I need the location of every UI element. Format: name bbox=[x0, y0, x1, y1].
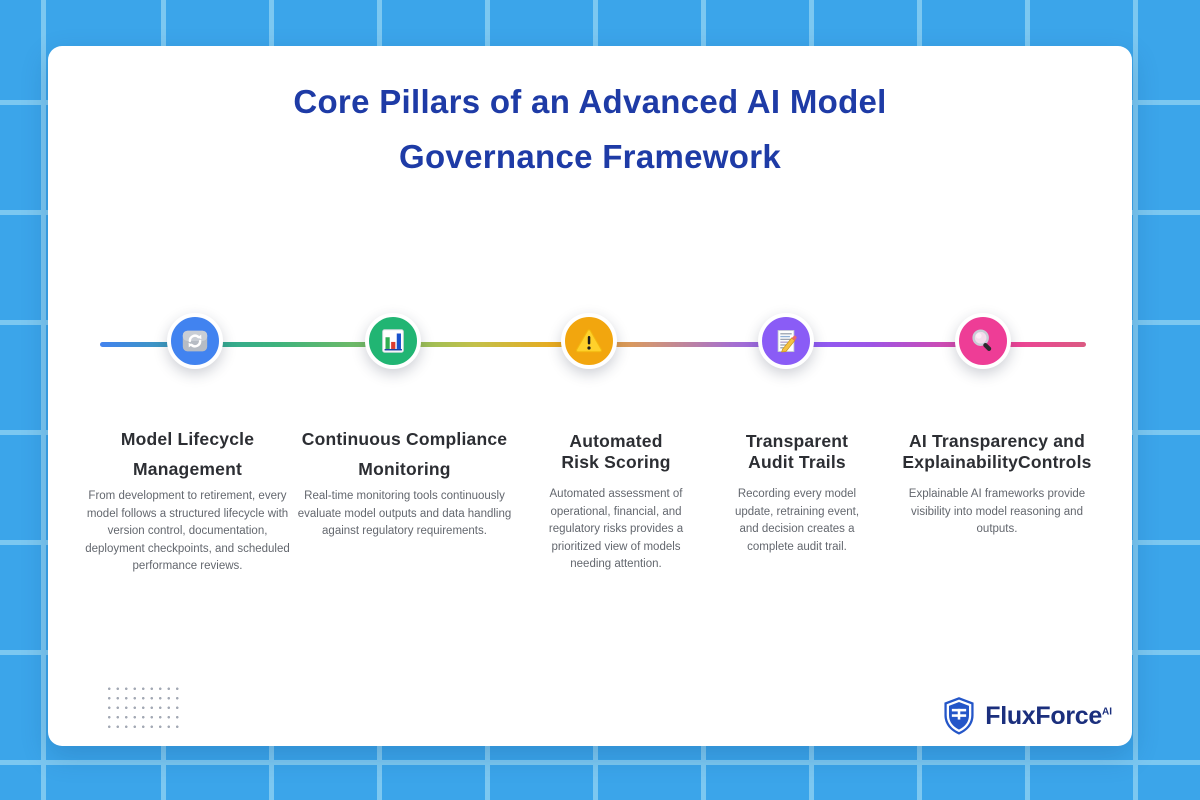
pillar-title: Continuous Compliance Monitoring bbox=[301, 429, 508, 479]
pillar-description: From development to retirement, every mo… bbox=[85, 490, 290, 572]
pillar-column-audit-trails: Transparent Audit Trails Recording every… bbox=[727, 424, 867, 556]
pillar-title: Model Lifecycle Management bbox=[120, 429, 255, 479]
pillar-column-risk-scoring: Automated Risk Scoring Automated assessm… bbox=[536, 424, 696, 574]
pillar-description: Explainable AI frameworks provide visibi… bbox=[908, 488, 1086, 535]
shield-logo-icon bbox=[944, 697, 974, 735]
memo-icon bbox=[777, 330, 797, 353]
brand-logo: FluxForceAI bbox=[941, 696, 1112, 736]
bar-chart-icon bbox=[382, 329, 404, 353]
magnifier-icon bbox=[972, 329, 992, 351]
sync-icon bbox=[182, 330, 208, 352]
timeline-node-audit-trails bbox=[758, 313, 814, 369]
timeline-node-risk-scoring bbox=[561, 313, 617, 369]
warning-icon bbox=[576, 329, 602, 353]
infographic-card: Core Pillars of an Advanced AI Model Gov… bbox=[48, 46, 1132, 746]
dots-pattern bbox=[105, 684, 181, 734]
pillar-column-transparency: AI Transparency and ExplainabilityContro… bbox=[892, 424, 1102, 539]
brand-suffix: AI bbox=[1102, 706, 1112, 718]
timeline-node-compliance-monitoring bbox=[365, 313, 421, 369]
page-title: Core Pillars of an Advanced AI Model Gov… bbox=[48, 74, 1132, 184]
pillar-title: AI Transparency and ExplainabilityContro… bbox=[902, 431, 1092, 472]
page-title-line-2: Governance Framework bbox=[399, 138, 781, 175]
timeline-node-model-lifecycle bbox=[167, 313, 223, 369]
pillar-title: Automated Risk Scoring bbox=[561, 431, 671, 472]
pillar-title: Transparent Audit Trails bbox=[745, 431, 849, 472]
pillar-column-model-lifecycle: Model Lifecycle Management From developm… bbox=[80, 424, 295, 576]
pillar-description: Real-time monitoring tools continuously … bbox=[297, 490, 512, 537]
pillar-column-compliance-monitoring: Continuous Compliance Monitoring Real-ti… bbox=[292, 424, 517, 541]
brand-name: FluxForceAI bbox=[985, 701, 1112, 730]
pillar-description: Recording every model update, retraining… bbox=[734, 488, 860, 553]
page-title-line-1: Core Pillars of an Advanced AI Model bbox=[293, 83, 887, 120]
timeline-node-transparency bbox=[955, 313, 1011, 369]
pillar-description: Automated assessment of operational, fin… bbox=[548, 488, 684, 570]
